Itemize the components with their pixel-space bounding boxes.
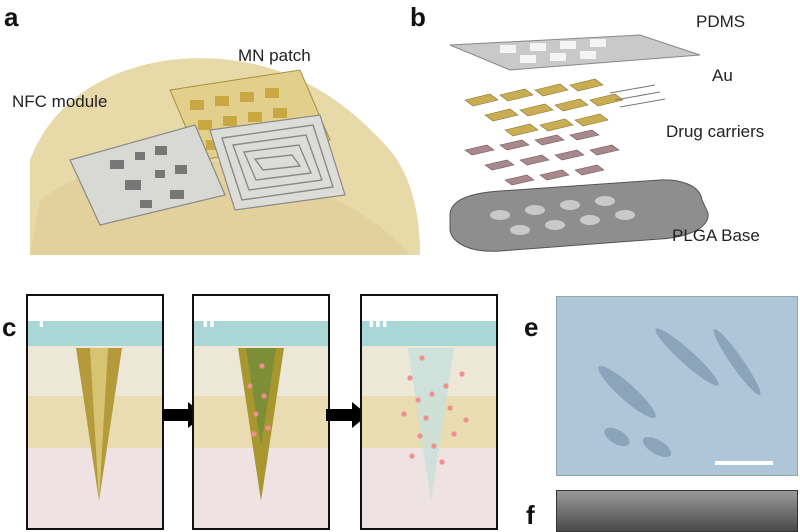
layer-label-au: Au — [712, 66, 733, 85]
panel-f-letter: f — [526, 500, 535, 530]
panel-b-letter: b — [410, 2, 426, 32]
layer-label-plga-base: PLGA Base — [672, 226, 760, 245]
stage-iii — [360, 294, 498, 530]
layer-label-pdms: PDMS — [696, 12, 746, 31]
stage-label-ii: ii — [202, 306, 216, 333]
micrograph-f — [556, 490, 798, 532]
panel-c-letter: c — [2, 312, 17, 342]
panel-e-letter: e — [524, 312, 539, 342]
stage-label-iii: iii — [368, 306, 389, 333]
stage-i — [26, 294, 164, 530]
panel-b-exploded-view — [449, 34, 709, 252]
stage-ii — [192, 294, 330, 530]
micrograph-e — [556, 296, 798, 476]
nfc-module — [69, 114, 346, 226]
layer-label-drug-carriers: Drug carriers — [666, 122, 765, 141]
panel-a-illustration — [30, 58, 420, 255]
arrow-icon — [326, 402, 368, 428]
stage-label-i: i — [38, 306, 45, 333]
nfc-module-label: NFC module — [12, 92, 108, 111]
mn-patch-label: MN patch — [238, 46, 311, 65]
panel-a-letter: a — [4, 2, 19, 32]
